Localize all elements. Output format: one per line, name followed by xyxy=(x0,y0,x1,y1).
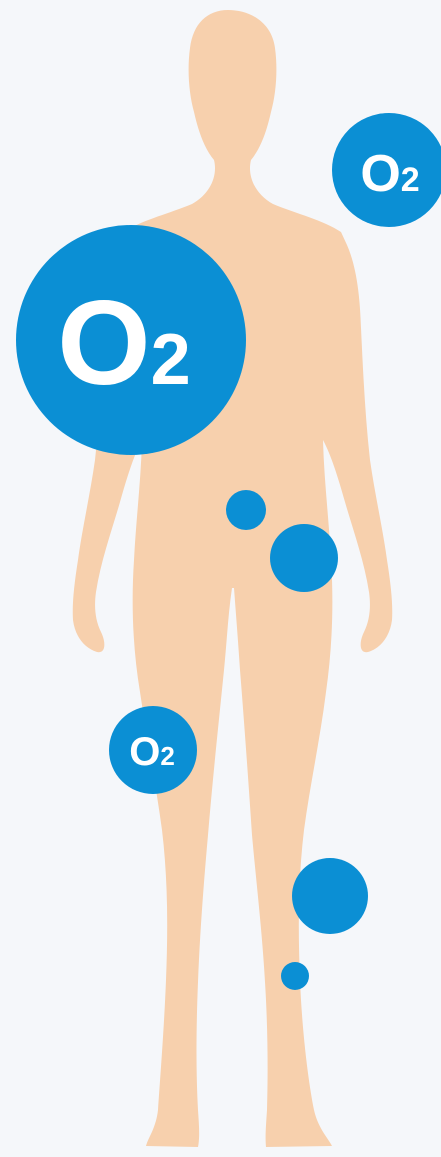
plain-bubble-4 xyxy=(281,962,309,990)
o2-label-sub: 2 xyxy=(401,161,420,199)
plain-bubble-2 xyxy=(270,524,338,592)
o2-label-main: O xyxy=(360,145,400,203)
o2-label-main: O xyxy=(57,276,150,410)
o2-bubble-small: O2 xyxy=(109,706,197,794)
plain-bubble-3 xyxy=(292,858,368,934)
o2-label-sub: 2 xyxy=(160,741,174,771)
o2-label-main: O xyxy=(129,730,160,774)
o2-bubble-large: O2 xyxy=(16,225,246,455)
plain-bubble-1 xyxy=(226,490,266,530)
o2-label-sub: 2 xyxy=(151,320,191,400)
o2-bubble-top-right: O2 xyxy=(332,113,441,227)
